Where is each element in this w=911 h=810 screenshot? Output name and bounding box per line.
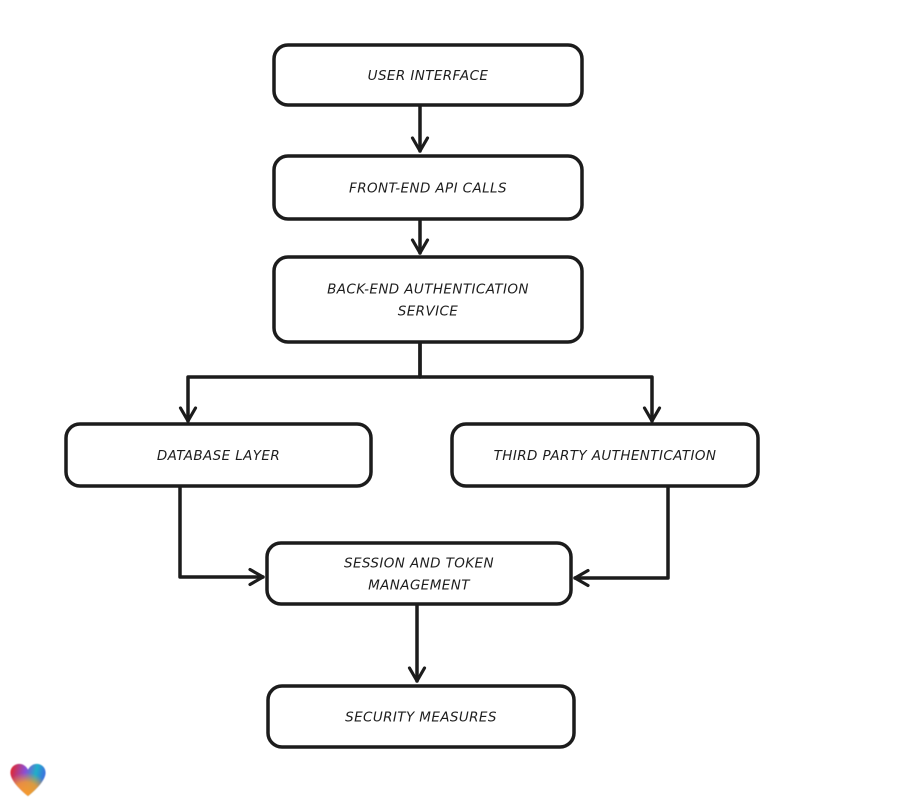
edge-back-end-authentication-service-to-third-party-authentication bbox=[418, 340, 662, 423]
edge-front-end-api-calls-to-back-end-authentication-service bbox=[410, 217, 430, 255]
lovable-heart-logo[interactable] bbox=[9, 761, 47, 800]
node-label: SERVICE bbox=[398, 304, 459, 320]
arrowhead-icon bbox=[410, 238, 430, 255]
node-box-third-party-authentication bbox=[450, 422, 760, 488]
node-label: SESSION AND TOKEN bbox=[344, 556, 494, 572]
node-front-end-api-calls: FRONT-END API CALLS bbox=[272, 154, 584, 221]
node-box-database-layer bbox=[64, 422, 373, 488]
edge-third-party-authentication-to-session-and-token-management bbox=[573, 484, 670, 588]
arrowhead-icon bbox=[573, 568, 590, 588]
arrowhead-icon bbox=[407, 666, 427, 683]
node-third-party-authentication: THIRD PARTY AUTHENTICATION bbox=[450, 422, 760, 488]
arrowhead-icon bbox=[178, 406, 198, 423]
arrowhead-icon bbox=[248, 567, 265, 587]
node-back-end-authentication-service: BACK-END AUTHENTICATION SERVICE bbox=[272, 255, 584, 344]
node-box-back-end-authentication-service bbox=[272, 255, 584, 344]
edge-user-interface-to-front-end-api-calls bbox=[410, 103, 430, 153]
arrowhead-icon bbox=[642, 406, 662, 423]
node-label: USER INTERFACE bbox=[368, 68, 489, 84]
edge-session-and-token-management-to-security-measures bbox=[407, 602, 427, 683]
edge-line bbox=[178, 484, 265, 579]
node-box-front-end-api-calls bbox=[272, 154, 584, 221]
edge-line bbox=[186, 340, 422, 423]
node-box-session-and-token-management bbox=[265, 541, 573, 606]
node-label: MANAGEMENT bbox=[368, 578, 471, 594]
edge-line bbox=[573, 484, 670, 580]
node-label: BACK-END AUTHENTICATION bbox=[327, 282, 529, 298]
edge-line bbox=[418, 340, 654, 423]
node-label: SECURITY MEASURES bbox=[345, 710, 497, 726]
node-label: DATABASE LAYER bbox=[157, 448, 280, 464]
node-security-measures: SECURITY MEASURES bbox=[266, 684, 576, 749]
node-box-user-interface bbox=[272, 43, 584, 107]
node-box-security-measures bbox=[266, 684, 576, 749]
node-label: FRONT-END API CALLS bbox=[349, 181, 507, 197]
edge-database-layer-to-session-and-token-management bbox=[178, 484, 265, 587]
edge-back-end-authentication-service-to-database-layer bbox=[178, 340, 422, 423]
node-label: THIRD PARTY AUTHENTICATION bbox=[494, 448, 717, 464]
node-database-layer: DATABASE LAYER bbox=[64, 422, 373, 488]
arrowhead-icon bbox=[410, 136, 430, 153]
heart-shape-orange-overlay bbox=[10, 763, 46, 797]
node-session-and-token-management: SESSION AND TOKEN MANAGEMENT bbox=[265, 541, 573, 606]
node-user-interface: USER INTERFACE bbox=[272, 43, 584, 107]
